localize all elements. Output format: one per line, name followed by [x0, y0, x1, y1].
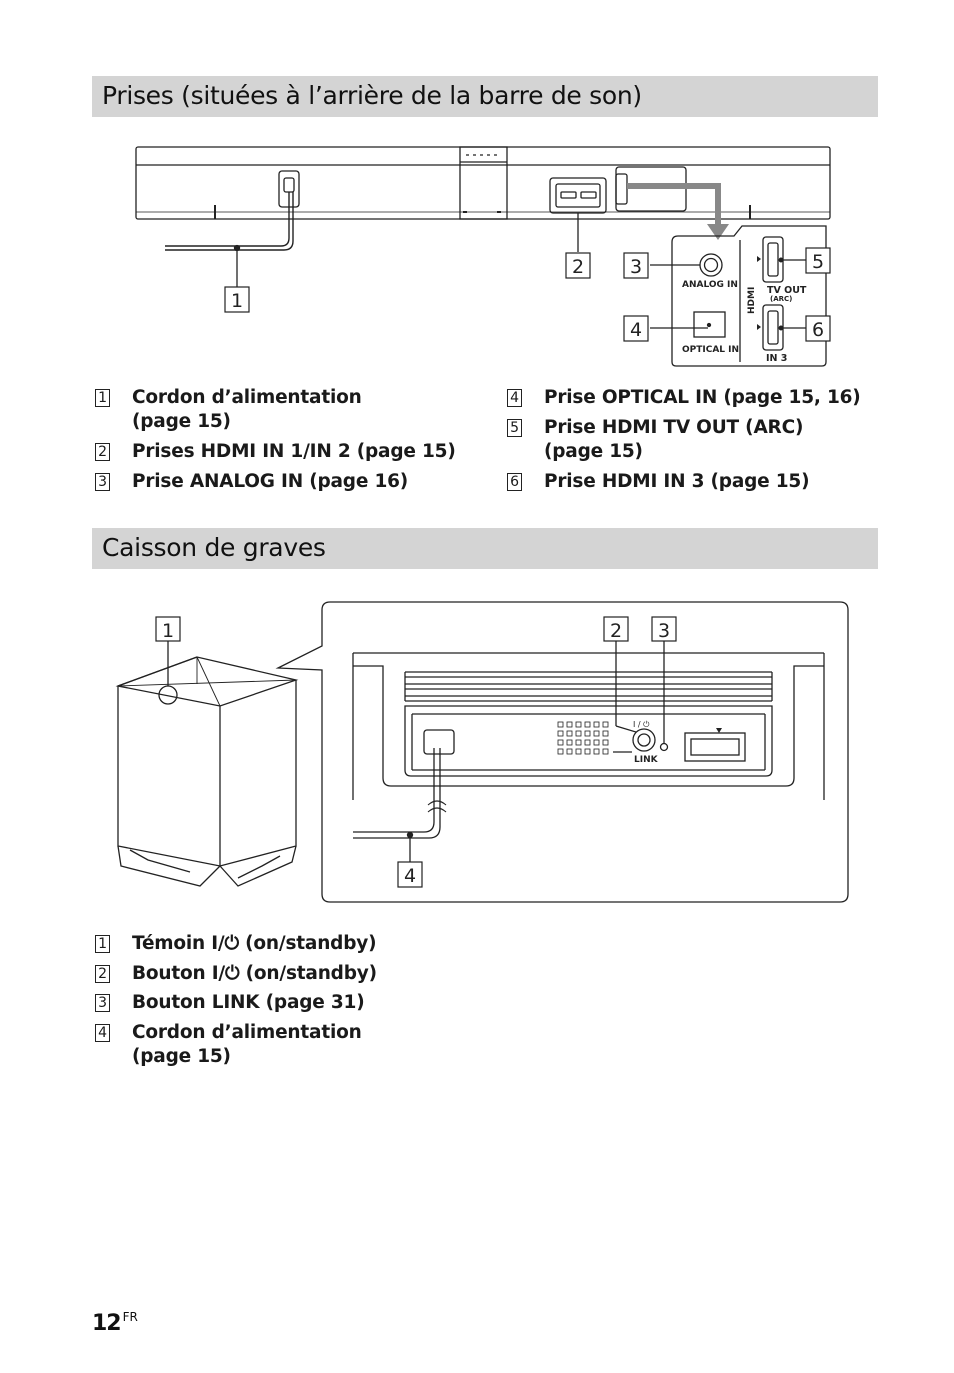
section-header-subwoofer: Caisson de graves — [92, 528, 878, 569]
legend-text: Cordon d’alimentation (page 15) — [132, 387, 362, 432]
label-in3: IN 3 — [766, 353, 787, 364]
zoom-panel — [671, 225, 827, 367]
label-link: LINK — [634, 755, 659, 765]
legend-number: 3 — [95, 473, 110, 491]
legend-text: Prises HDMI IN 1/IN 2 (page 15) — [132, 441, 456, 462]
power-cord — [165, 192, 290, 247]
legend-number: 5 — [507, 419, 522, 437]
sub-connector — [684, 732, 746, 762]
legend-item: 3 Bouton LINK (page 31) — [95, 991, 365, 1015]
legend-item: 3 Prise ANALOG IN (page 16) — [95, 470, 408, 494]
legend-text: Bouton LINK (page 31) — [132, 992, 365, 1013]
callout-5: 5 — [812, 251, 824, 273]
hdmi-in-recess — [549, 177, 607, 214]
subwoofer-body — [117, 680, 297, 867]
zoom-frame — [275, 601, 849, 903]
legend-number: 4 — [95, 1024, 110, 1042]
legend-item: 2 Bouton I/⏻ (on/standby) — [95, 962, 377, 986]
callout-1: 1 — [162, 620, 174, 642]
label-hdmi: HDMI — [747, 287, 757, 314]
center-module — [459, 146, 508, 220]
legend-number: 2 — [95, 443, 110, 461]
label-optical-in: OPTICAL IN — [682, 345, 739, 355]
legend-item: 6 Prise HDMI IN 3 (page 15) — [507, 470, 810, 494]
page-language: FR — [122, 1310, 138, 1324]
section-title: Prises (situées à l’arrière de la barre … — [102, 81, 642, 110]
legend-item: 4 Cordon d’alimentation (page 15) — [95, 1021, 362, 1069]
zoom-arrow — [627, 183, 721, 224]
legend-item: 1 Cordon d’alimentation (page 15) — [95, 386, 362, 434]
callout-4: 4 — [404, 865, 416, 887]
legend-number: 1 — [95, 935, 110, 953]
callout-6: 6 — [812, 319, 824, 341]
subwoofer-diagram: I / ⏻ LINK 1 2 3 4 — [115, 601, 849, 903]
callout-4: 4 — [630, 319, 642, 341]
label-power: I / ⏻ — [633, 720, 650, 729]
callout-3: 3 — [658, 620, 670, 642]
subwoofer-top — [115, 656, 299, 707]
callout-2: 2 — [572, 256, 584, 278]
legend-item: 1 Témoin I/⏻ (on/standby) — [95, 932, 377, 956]
legend-number: 2 — [95, 965, 110, 983]
soundbar-body — [135, 146, 831, 220]
legend-text: Prise ANALOG IN (page 16) — [132, 471, 409, 492]
callout-1: 1 — [231, 290, 243, 312]
legend-item: 5 Prise HDMI TV OUT (ARC) (page 15) — [507, 416, 803, 464]
power-button — [632, 728, 656, 752]
page-number-value: 12 — [92, 1311, 122, 1336]
sub-power-inlet — [423, 729, 455, 755]
legend-number: 1 — [95, 389, 110, 407]
section-header-jacks: Prises (situées à l’arrière de la barre … — [92, 76, 878, 117]
legend-number: 3 — [95, 994, 110, 1012]
callout-2: 2 — [610, 620, 622, 642]
legend-text: Cordon d’alimentation (page 15) — [132, 1022, 362, 1067]
legend-text: Prise HDMI TV OUT (ARC) (page 15) — [544, 417, 804, 462]
link-button — [659, 742, 669, 752]
legend-text: Témoin I/⏻ (on/standby) — [132, 933, 377, 954]
label-arc: (ARC) — [770, 295, 792, 303]
legend-text: Prise OPTICAL IN (page 15, 16) — [544, 387, 861, 408]
optical-in-jack — [693, 311, 726, 338]
label-tv-out: TV OUT — [767, 285, 807, 296]
legend-item: 2 Prises HDMI IN 1/IN 2 (page 15) — [95, 440, 456, 464]
legend-text: Bouton I/⏻ (on/standby) — [132, 963, 377, 984]
soundbar-rear-diagram: ANALOG IN OPTICAL IN HDMI TV OUT (ARC) I… — [135, 146, 831, 367]
label-analog-in: ANALOG IN — [682, 280, 738, 290]
legend-number: 6 — [507, 473, 522, 491]
analog-in-jack — [699, 253, 723, 277]
speaker-grille — [557, 721, 609, 755]
legend-number: 4 — [507, 389, 522, 407]
callout-3: 3 — [630, 256, 642, 278]
legend-item: 4 Prise OPTICAL IN (page 15, 16) — [507, 386, 861, 410]
section-title: Caisson de graves — [102, 533, 326, 562]
legend-text: Prise HDMI IN 3 (page 15) — [544, 471, 810, 492]
